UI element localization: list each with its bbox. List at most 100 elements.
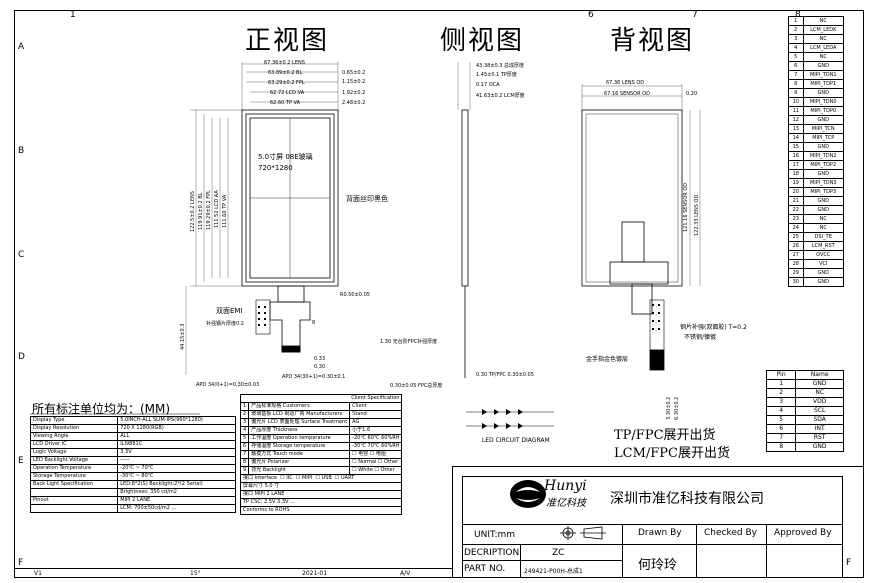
dim-offset: 1.92±0.2 — [342, 90, 366, 96]
company-name: 深圳市准亿科技有限公司 — [610, 491, 764, 507]
back-dim: 67.16 SENSOR OD — [604, 91, 650, 97]
side-fpc-dim: 0.30 TP/FPC 0.30±0.05 — [476, 372, 534, 378]
led-circuit-label: LED CIRCUIT DIAGRAM — [482, 437, 550, 444]
spec-cell: 720 X 1280(RGB) — [117, 424, 236, 433]
company-logo-icon — [510, 480, 546, 508]
brand-cn: 准亿科技 — [546, 498, 586, 509]
req-cell: 2 — [239, 410, 250, 419]
spec-cell: Viewing Angle — [29, 432, 119, 441]
column-number: 1 — [70, 10, 76, 20]
pin-cell: 4 — [765, 406, 797, 416]
pin-cell: 2 — [765, 388, 797, 398]
req-cell: ☐ White ☐ Other — [349, 466, 403, 475]
pin-cell: 9 — [788, 88, 804, 98]
req-cell: 偏光片 Polarizer — [248, 458, 351, 467]
pin-cell: GND — [802, 115, 845, 125]
dim-8: 8 — [312, 320, 316, 326]
description-value: ZC — [552, 548, 565, 558]
row-letter: D — [18, 352, 25, 362]
pin-cell: 2 — [788, 25, 804, 35]
back-view-title: 背视图 — [610, 26, 695, 56]
spec-cell: -30℃ ~ 80℃ — [117, 472, 236, 481]
part-no-value: 249421-P00H-总成1 — [524, 568, 583, 575]
back-vdim: 121.16 SENSOR OD — [683, 182, 689, 232]
side-dim: 41.63±0.2 LCM厚度 — [476, 93, 525, 99]
back-dim: 0.20 — [686, 91, 698, 97]
spec-cell: Logic Voltage — [29, 448, 119, 457]
pin-cell: GND — [802, 196, 845, 206]
dim-fpl-height: 119.29±0.2 FPL — [206, 190, 212, 230]
req-cell: 产品厚度 Thickness — [248, 426, 351, 435]
pin-cell: 30 — [788, 277, 804, 287]
dim-033: 0.33 — [314, 356, 326, 362]
pin-cell: 3 — [788, 34, 804, 44]
pin-cell: 8 — [788, 79, 804, 89]
dim-bl-width: 63.89±0.2 BL — [268, 70, 303, 76]
pin-cell: NC — [802, 16, 845, 26]
pin-cell: 12 — [788, 115, 804, 125]
pin-cell: RST — [795, 433, 844, 443]
ship-note-tp: TP/FPC展开出货 — [614, 428, 716, 443]
req-cell: 9 — [239, 466, 250, 475]
req-cell: 偏光片 LCD 表面处理 Surface Treatment — [248, 418, 351, 427]
spec-cell: Display Type — [29, 416, 119, 425]
spec-cell — [29, 488, 119, 497]
drawing-frame — [14, 10, 864, 578]
pin-cell: 21 — [788, 196, 804, 206]
footer-cell: V1 — [34, 570, 42, 577]
spec-cell: LCD Driver IC — [29, 440, 119, 449]
lcd-size-label: 5.0寸屏 08E玻璃 — [258, 153, 313, 161]
pin-cell: GND — [802, 142, 845, 152]
dim-lcd-aa-height: 111.52 LCD AA — [214, 190, 220, 228]
req-cell: 存储温度 Storage temperature — [248, 442, 351, 451]
back-fpc-dim: 6.30±0.2 — [674, 396, 680, 420]
req-cell: 玻璃基板 LCD 制造厂商 Manufacturers — [248, 410, 351, 419]
pin-cell: GND — [802, 277, 845, 287]
req-cell: Stand — [349, 410, 403, 419]
spec-cell: -20℃ ~ 70℃ — [117, 464, 236, 473]
row-letter: B — [18, 146, 25, 156]
dim-apd: APD 34(0+1)=0.30±0.03 — [196, 382, 260, 388]
footer-cell: 2021-01 — [302, 570, 328, 577]
req-cell: 背光 Backlight — [248, 466, 351, 475]
spec-cell: 5.0INCH-ALL SLIM-IPS(960*1280) — [117, 416, 236, 425]
dim-fpl-width: 63.29±0.2 FPL — [268, 80, 305, 86]
pin-cell: OVCC — [802, 250, 845, 260]
led-circuit-diagram — [466, 409, 554, 429]
row-letter: C — [18, 250, 25, 260]
pin-header: Name — [795, 370, 844, 380]
pin-cell: 1 — [765, 379, 797, 389]
req-cell: 7 — [239, 450, 250, 459]
side-dim: 1.45±0.1 TP厚度 — [476, 72, 517, 78]
req-cell: 5 — [239, 434, 250, 443]
emi-label: 双面EMI — [216, 307, 243, 315]
req-cell: -20℃ 60℃ 60%RH — [349, 434, 403, 443]
column-number: 7 — [692, 10, 698, 20]
dim-lcd-va: 62.72 LCD VA — [270, 90, 305, 96]
part-no-label: PART NO. — [464, 564, 506, 574]
